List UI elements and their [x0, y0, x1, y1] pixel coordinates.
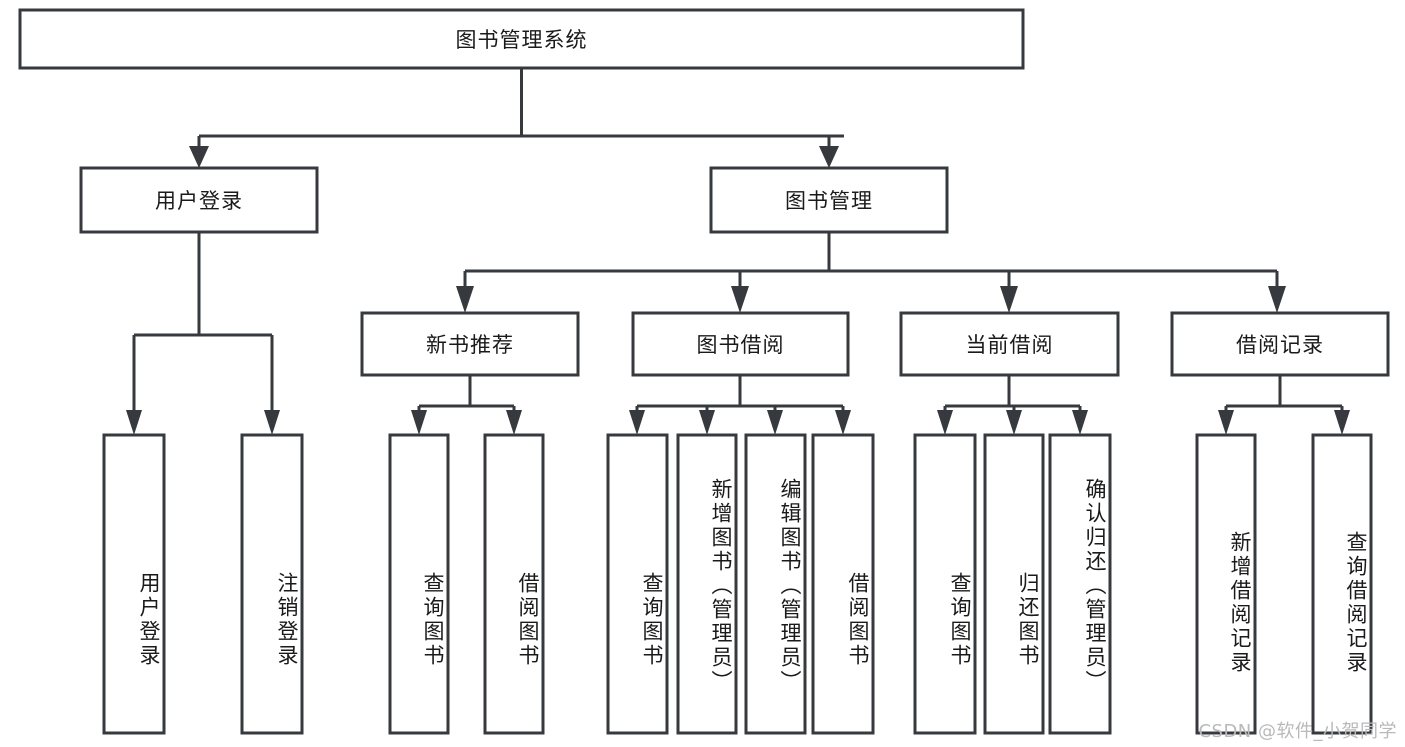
arrowhead-leaf-add-book [699, 410, 715, 435]
arrowhead-leaf-user-logout [264, 410, 280, 435]
edge-group-current-borrow [937, 375, 1088, 435]
arrowhead-leaf-query-book-c [937, 410, 953, 435]
arrowhead-leaf-borrow-book-b [835, 410, 851, 435]
arrowhead-leaf-return-book [1006, 410, 1022, 435]
arrowhead-book-borrow [731, 286, 749, 313]
node-box-leaf-query-record[interactable] [1311, 433, 1373, 735]
edge-group-root [189, 68, 844, 168]
arrowhead-borrow-record [1268, 286, 1286, 313]
node-box-leaf-query-book-b[interactable] [606, 433, 669, 735]
arrowhead-leaf-query-book-b [629, 410, 645, 435]
arrowhead-leaf-borrow-book-rec [506, 410, 522, 435]
node-box-leaf-user-login[interactable] [102, 433, 166, 735]
node-box-leaf-borrow-book-rec[interactable] [483, 433, 545, 735]
node-box-leaf-query-book-c[interactable] [913, 433, 977, 735]
node-box-book-borrow[interactable] [631, 311, 850, 377]
edge-group-borrow-record [1218, 375, 1350, 435]
arrowhead-new-book-rec [456, 286, 474, 313]
arrowhead-leaf-user-login [126, 410, 142, 435]
node-box-leaf-borrow-book-b[interactable] [811, 433, 875, 735]
node-box-new-book-rec[interactable] [360, 311, 580, 377]
edge-group-book-manage [456, 232, 1286, 313]
arrowhead-user-login [189, 146, 209, 168]
watermark-text: CSDN @软件_小贺同学 [1198, 721, 1397, 742]
node-box-root[interactable] [18, 8, 1025, 70]
arrowhead-leaf-query-book-rec [411, 410, 427, 435]
node-box-leaf-query-book-rec[interactable] [388, 433, 450, 735]
arrowhead-leaf-edit-book [767, 410, 783, 435]
edge-group-new-book-rec [411, 375, 522, 435]
edge-group-user-login [126, 232, 280, 435]
edge-group-book-borrow [629, 375, 851, 435]
node-box-current-borrow[interactable] [899, 311, 1120, 377]
arrowhead-leaf-confirm-return [1072, 410, 1088, 435]
node-box-leaf-return-book[interactable] [983, 433, 1045, 735]
node-box-leaf-user-logout[interactable] [240, 433, 304, 735]
node-box-book-manage[interactable] [709, 166, 949, 234]
node-box-leaf-add-record[interactable] [1195, 433, 1257, 735]
arrowhead-leaf-add-record [1218, 410, 1234, 435]
arrowhead-book-manage [819, 146, 839, 168]
node-box-leaf-confirm-return[interactable] [1048, 433, 1112, 735]
arrowhead-current-borrow [1000, 286, 1018, 313]
node-box-leaf-add-book[interactable] [676, 433, 738, 735]
node-box-borrow-record[interactable] [1170, 311, 1390, 377]
node-box-leaf-edit-book[interactable] [744, 433, 807, 735]
node-box-user-login[interactable] [79, 166, 319, 234]
arrowhead-leaf-query-record [1334, 410, 1350, 435]
